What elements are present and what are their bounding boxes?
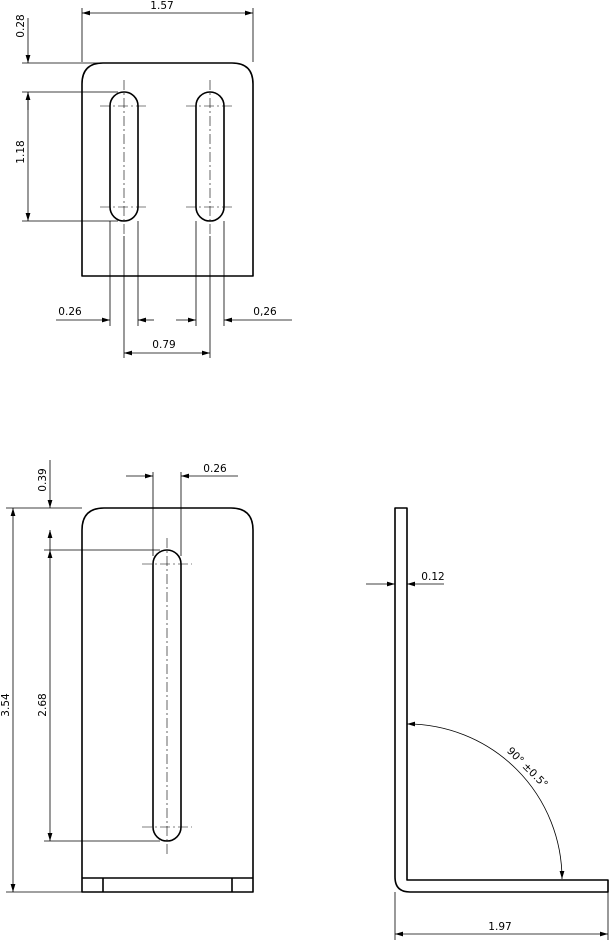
front-dim-total-height: 3.54: [0, 693, 12, 717]
side-profile-outline: [394, 507, 609, 893]
top-dim-left-slot-width: 0.26: [58, 306, 82, 318]
side-dim-base-length: 1.97: [488, 921, 511, 933]
front-plate-outline: [81, 507, 254, 893]
front-view: 0.26 0.39 2.68 3.54: [0, 460, 254, 893]
top-dim-top-offset: 0.28: [15, 14, 27, 37]
top-view: 1.57 0.28 1.18 0.26 0,26 0.79: [15, 0, 292, 358]
side-dim-thickness: 0.12: [421, 571, 444, 583]
front-dim-slot-width: 0.26: [203, 463, 227, 475]
top-dim-slot-length: 1.18: [15, 140, 27, 163]
top-dim-right-slot-width: 0,26: [253, 306, 277, 318]
top-dim-width: 1.57: [150, 0, 173, 12]
front-dim-top-offset: 0.39: [37, 468, 49, 491]
front-dim-slot-length: 2.68: [37, 693, 49, 716]
top-plate-outline: [81, 62, 254, 277]
side-view: 0.12 90° ±0.5° 1.97: [366, 507, 609, 940]
side-dim-angle: 90° ±0.5°: [504, 745, 550, 791]
top-dim-slot-spacing: 0.79: [152, 339, 175, 351]
